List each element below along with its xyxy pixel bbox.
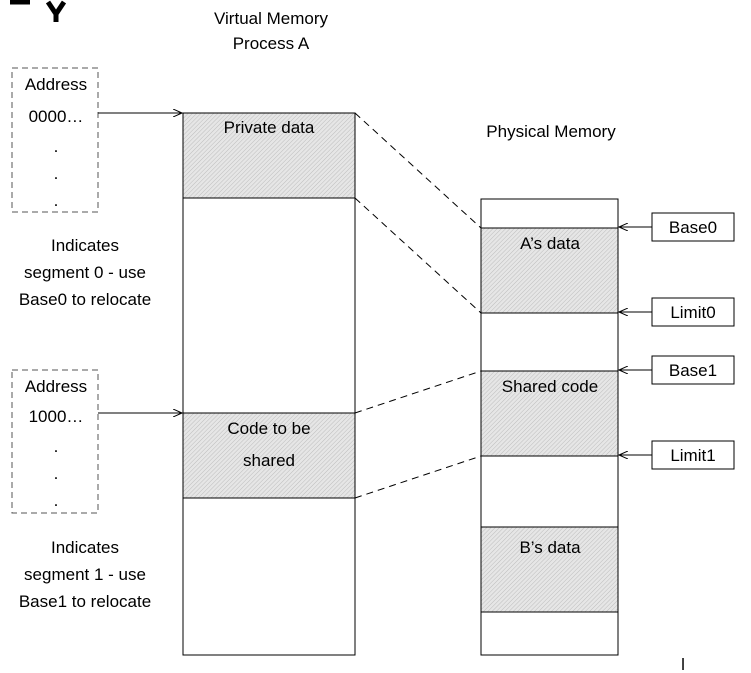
a-data-segment [480,227,619,314]
code-shared-label-line2: shared [243,451,295,470]
base1-register [651,355,735,385]
b-data-label: B’s data [519,538,581,557]
limit1-label: Limit1 [670,446,715,465]
address1-dot-1: . [54,437,59,456]
address1-value: 1000… [29,407,84,426]
address0-value: 0000… [29,107,84,126]
code-shared-label-line1: Code to be [227,419,310,438]
b-data-segment [480,526,619,613]
mapping-line-private-bottom [354,197,482,314]
address1-label: Address [25,377,87,396]
code-shared-segment [182,412,356,499]
virtual-memory-subtitle: Process A [233,34,310,53]
shared-code-segment [480,370,619,457]
limit0-label: Limit0 [670,303,715,322]
address1-dot-2: . [54,464,59,483]
address1-box [11,369,99,514]
address0-dot-3: . [54,191,59,210]
note1-line3: Base1 to relocate [19,592,151,611]
note1-line2: segment 1 - use [24,565,146,584]
a-data-label: A’s data [520,234,580,253]
mapping-line-shared-top [354,370,482,414]
virtual-memory-column [182,112,356,656]
corner-mark: l [681,655,685,673]
virtual-memory-title: Virtual Memory [214,9,328,28]
address0-label: Address [25,75,87,94]
base0-label: Base0 [669,218,717,237]
address0-dot-2: . [54,164,59,183]
private-data-segment [182,112,356,199]
address1-dot-3: . [54,491,59,510]
address0-box [11,67,99,213]
physical-memory-title: Physical Memory [486,122,616,141]
address0-dot-1: . [54,137,59,156]
mapping-line-private-top [354,112,482,229]
base1-label: Base1 [669,361,717,380]
note0-line1: Indicates [51,236,119,255]
private-data-label: Private data [224,118,315,137]
shared-code-label: Shared code [502,377,598,396]
note0-line3: Base0 to relocate [19,290,151,309]
note1-line1: Indicates [51,538,119,557]
mapping-line-shared-bottom [354,455,482,499]
cropped-title-fragment [10,0,67,22]
note0-line2: segment 0 - use [24,263,146,282]
